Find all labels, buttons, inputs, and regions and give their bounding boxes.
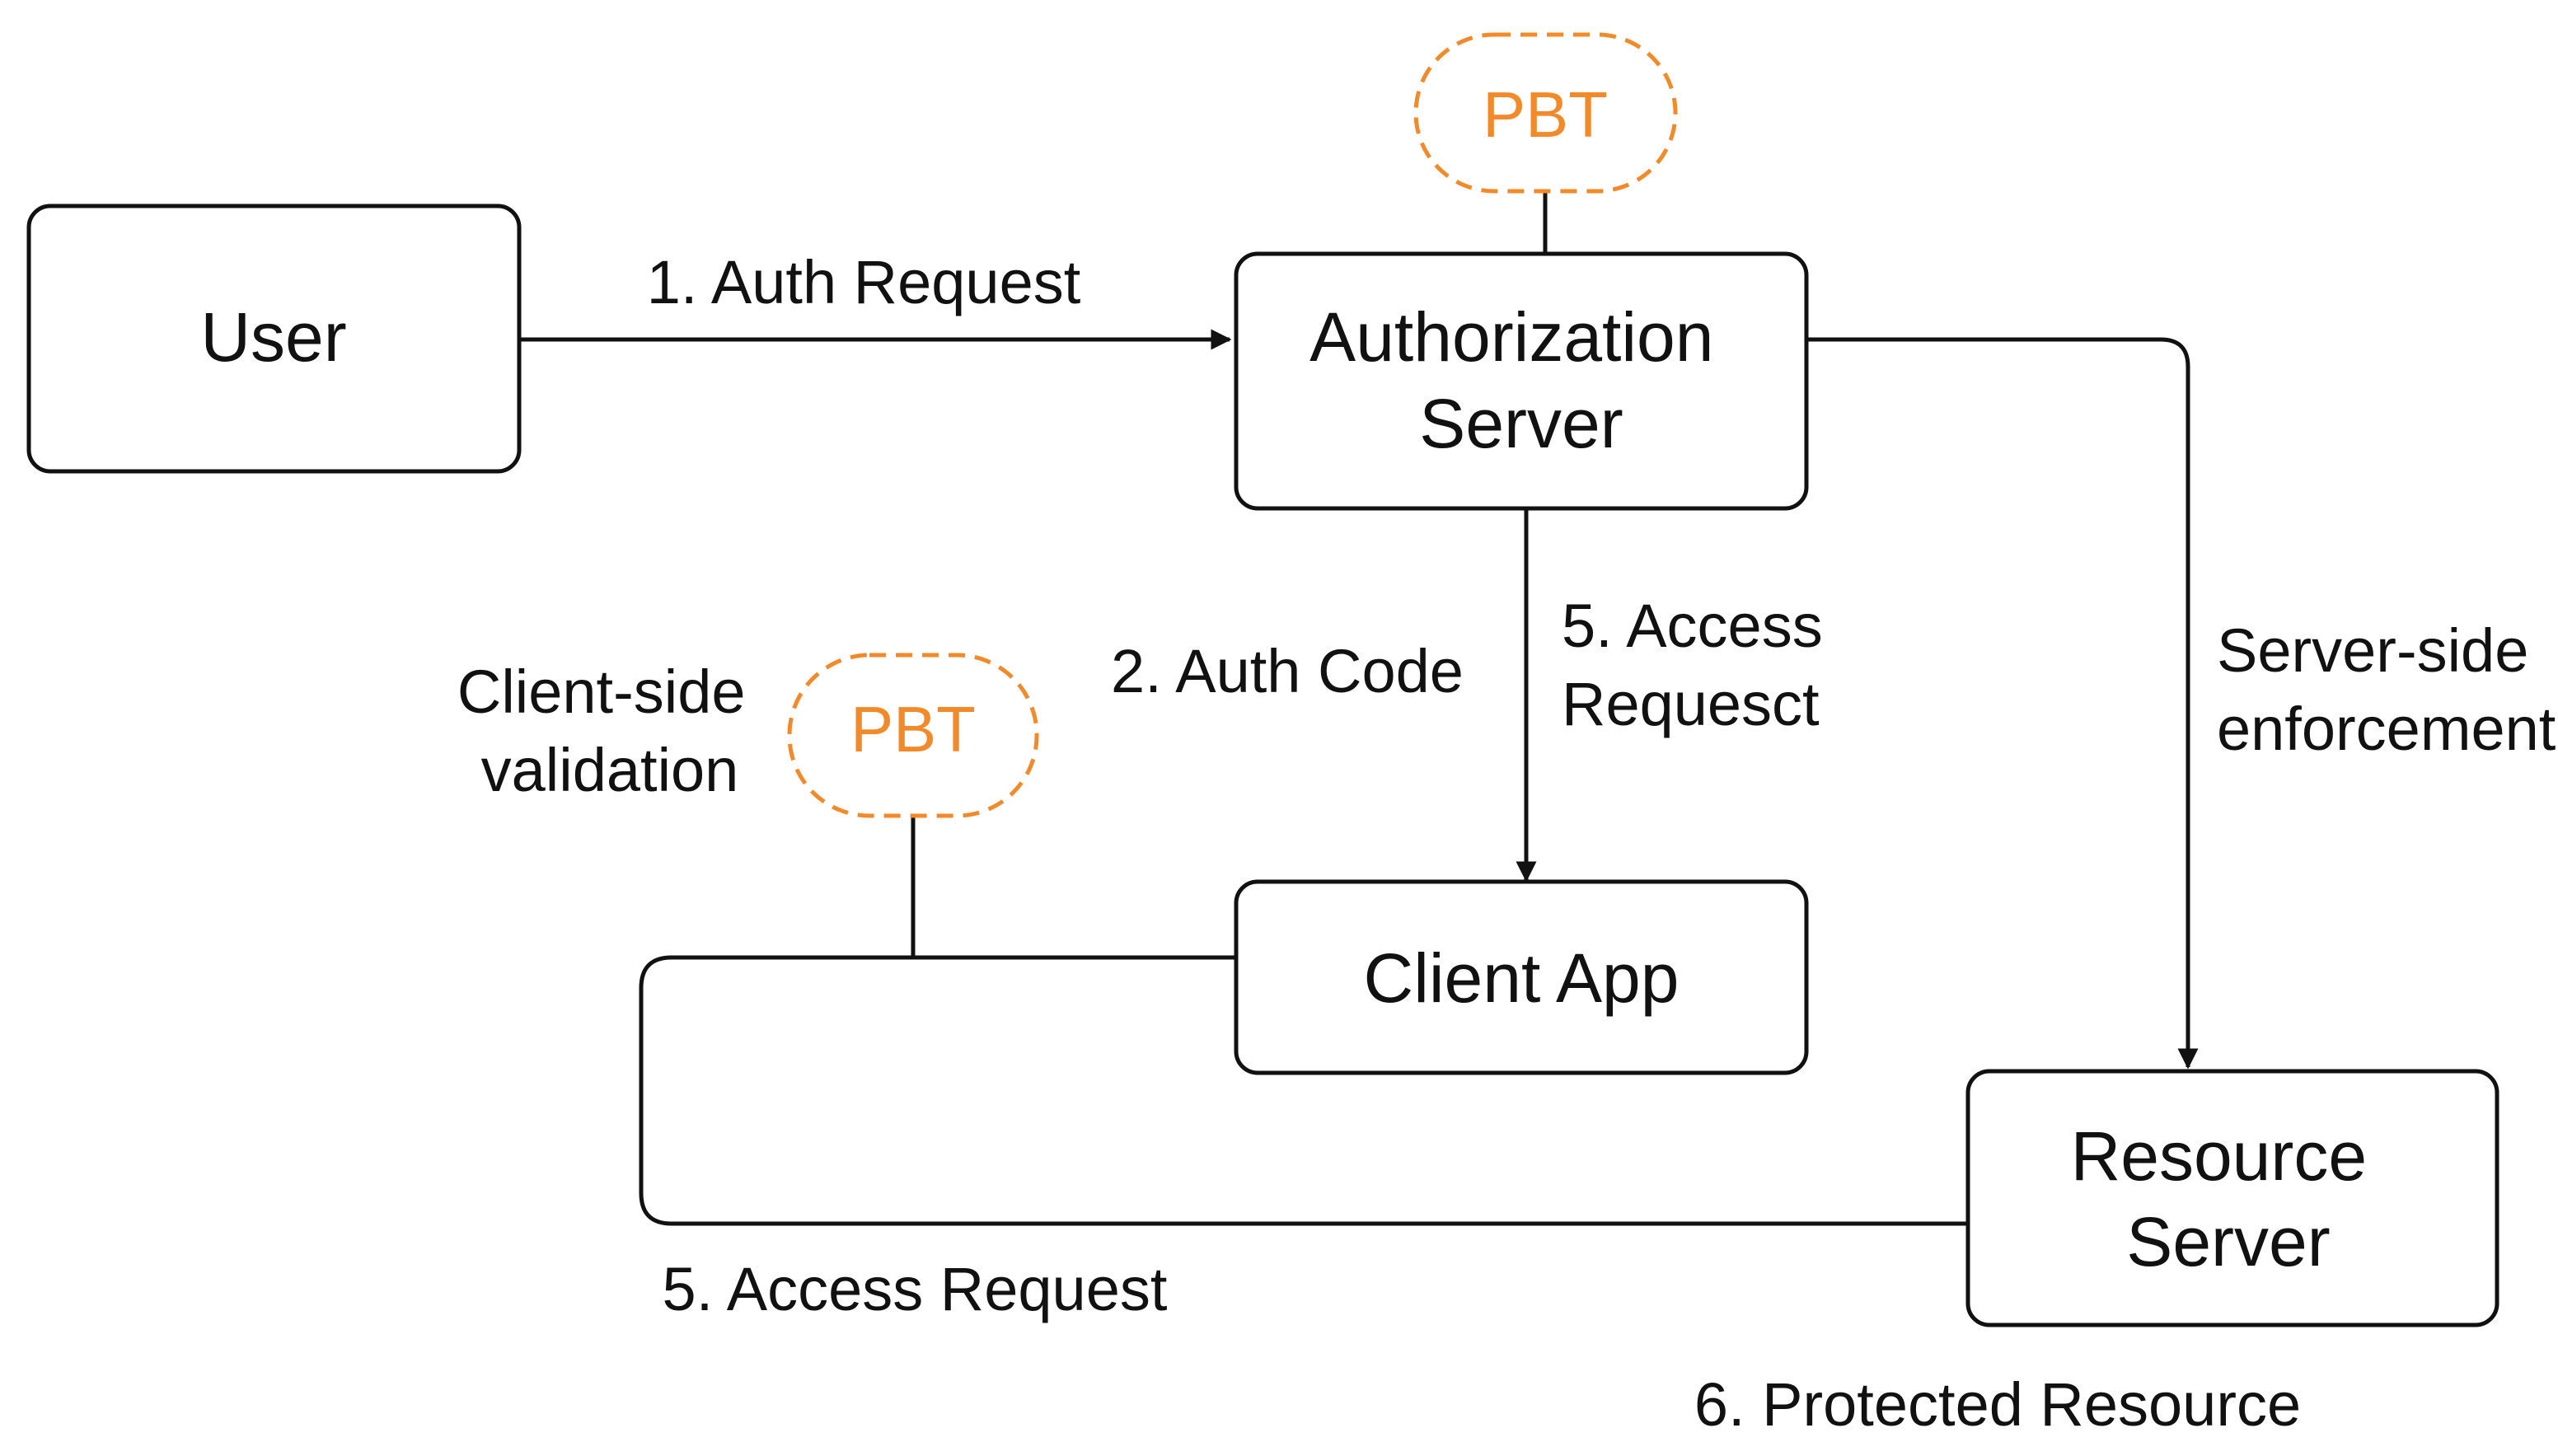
access-request-vertical-line-2: Requesct [1562, 670, 1820, 738]
client-side-validation-line-2: validation [481, 736, 739, 804]
authorization-server-label: Authorization Server [1309, 298, 1733, 462]
client-app-box [1234, 879, 1809, 1075]
user-label: User [200, 298, 346, 376]
client-side-validation-line-1: Client-side [457, 658, 746, 726]
access-request-bottom-label: 5. Access Request [663, 1255, 1168, 1323]
client-pbt-cloud [787, 653, 1039, 818]
access-request-vertical-line-1: 5. Access [1562, 592, 1823, 660]
authorization-server-label-line-2: Server [1419, 385, 1623, 462]
access-request-loop-connector [639, 955, 1968, 1226]
resource-server-label-line-1: Resource [2071, 1117, 2368, 1195]
server-side-enforcement-line-2: enforcement [2217, 695, 2556, 763]
access-request-vertical-label: 5. Access Requesct [1562, 592, 1839, 738]
client-side-validation-label: Client-side validation [457, 658, 762, 804]
server-side-enforcement-connector [1806, 337, 2199, 1070]
server-side-enforcement-label: Server-side enforcement [2217, 616, 2556, 763]
authorization-server-label-line-1: Authorization [1309, 298, 1713, 376]
server-side-enforcement-line-1: Server-side [2217, 616, 2528, 685]
authorization-server-box [1234, 251, 1809, 511]
auth-code-label: 2. Auth Code [1111, 637, 1464, 705]
resource-server-label: Resource Server [2071, 1117, 2387, 1280]
auth-request-label: 1. Auth Request [647, 248, 1081, 316]
protected-resource-label: 6. Protected Resource [1694, 1370, 2301, 1439]
server-pbt-label: PBT [1483, 78, 1608, 151]
resource-server-box [1965, 1069, 2499, 1327]
user-box [26, 204, 522, 474]
client-pbt-label: PBT [850, 693, 976, 765]
server-pbt-cloud [1413, 32, 1678, 194]
client-app-label: Client App [1364, 939, 1680, 1017]
resource-server-label-line-2: Server [2126, 1203, 2330, 1280]
